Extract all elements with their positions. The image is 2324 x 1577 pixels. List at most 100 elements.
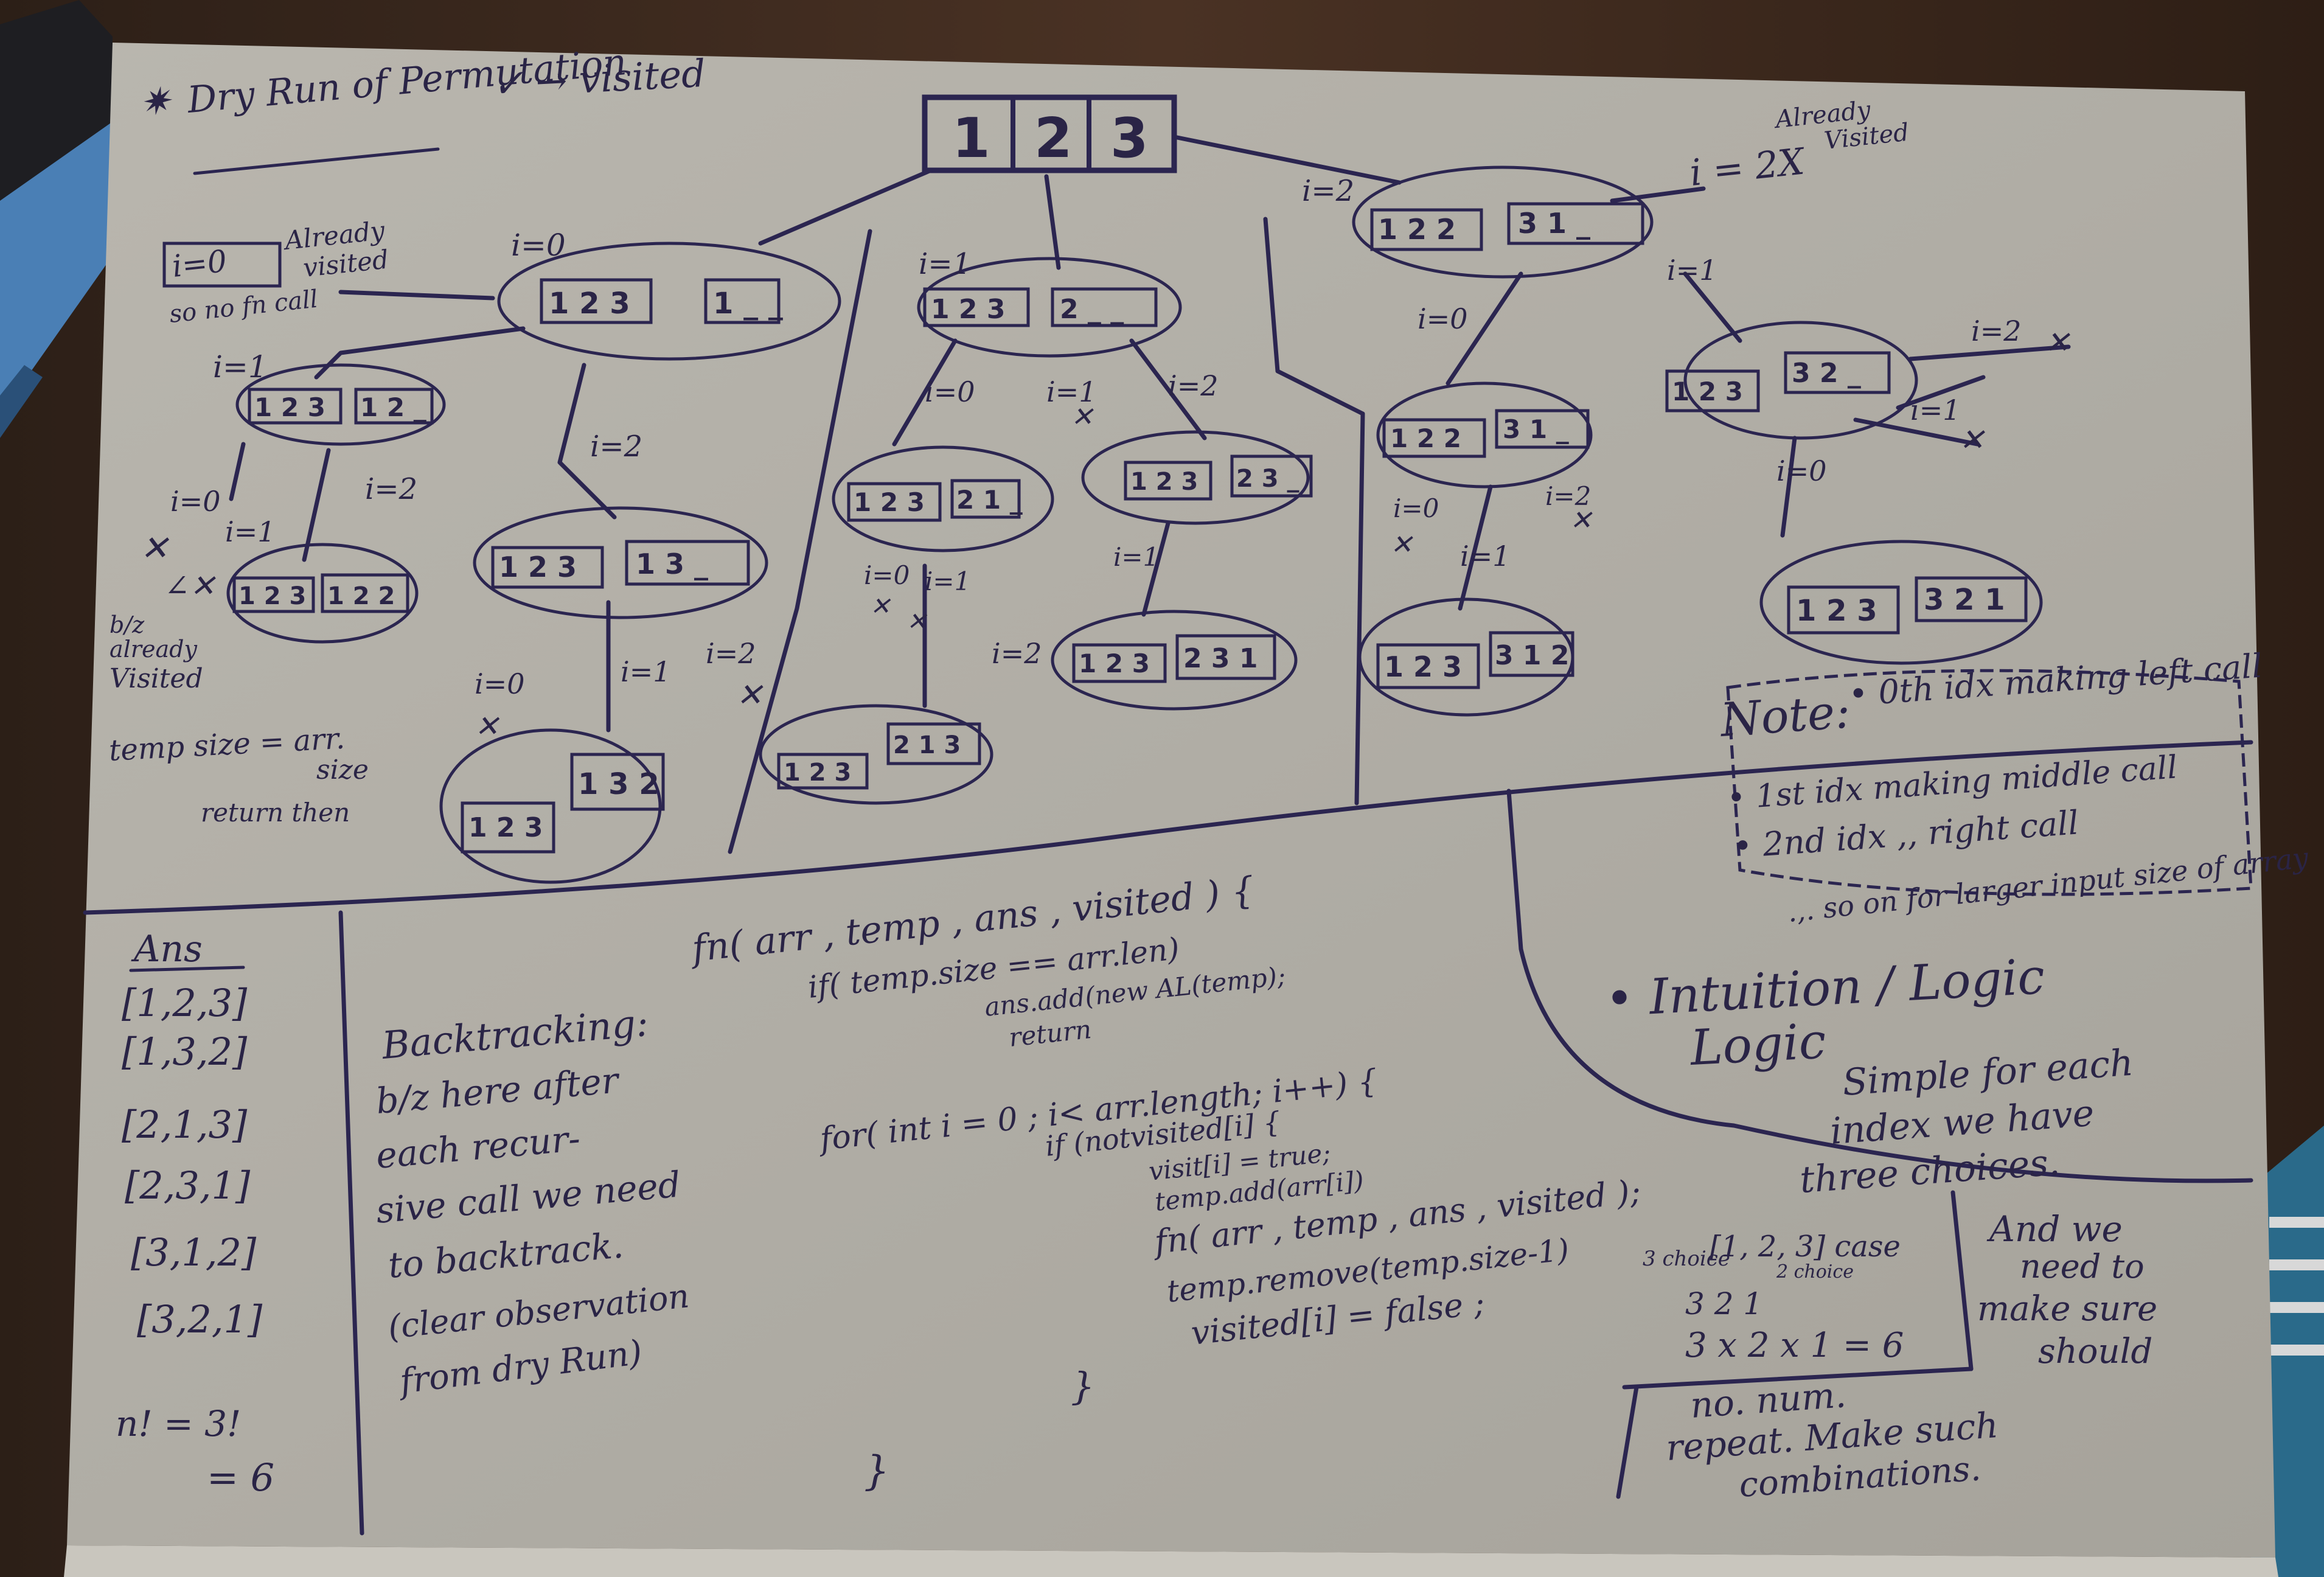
paper-bottom-edge (64, 1545, 2278, 1577)
svg-text:✕: ✕ (1071, 402, 1094, 433)
svg-text:[2,1,3]: [2,1,3] (122, 1102, 248, 1147)
svg-text:i=1: i=1 (919, 247, 971, 281)
tree-node: 1 2 3 1 _ _ (497, 242, 841, 361)
svg-text:1 2 3: 1 2 3 (1130, 468, 1198, 496)
svg-text:b/z: b/z (110, 611, 145, 638)
svg-text:2 1 3: 2 1 3 (893, 731, 961, 759)
svg-text:3 1 2: 3 1 2 (1495, 640, 1569, 671)
root-cell-3: 3 (1110, 106, 1149, 170)
branch-labels: i=0 i=1 i=2 i=1 i=2 i=0 i=1 i=2 i=0 i=1 … (170, 174, 2022, 700)
pens (0, 0, 113, 438)
svg-text:i=1: i=1 (621, 655, 671, 688)
tree-node: 1 2 3 2 3 _ (1081, 430, 1313, 525)
svg-text:1 2 3: 1 2 3 (254, 392, 325, 422)
svg-text:3 x 2 x 1 = 6: 3 x 2 x 1 = 6 (1685, 1326, 1904, 1365)
svg-text:[2,3,1]: [2,3,1] (125, 1163, 251, 1208)
svg-text:i=1: i=1 (1910, 394, 1961, 426)
svg-text:need to: need to (2020, 1247, 2145, 1286)
svg-text:✕: ✕ (475, 709, 500, 743)
svg-text:[1,2,3]: [1,2,3] (122, 981, 248, 1025)
svg-text:3 1 _: 3 1 _ (1503, 414, 1569, 444)
svg-text:And we: And we (1986, 1208, 2123, 1250)
svg-text:i=0: i=0 (475, 667, 525, 700)
svg-text:1 _ _: 1 _ _ (713, 287, 783, 321)
svg-text:i=0: i=0 (511, 228, 566, 263)
tree-node: 1 2 2 3 1 _ (1376, 381, 1593, 489)
svg-text:2 choice: 2 choice (1776, 1261, 1854, 1283)
svg-text:2 3 _: 2 3 _ (1236, 465, 1299, 493)
svg-text:size: size (316, 754, 369, 785)
svg-text:already: already (110, 636, 197, 663)
root-cell-1: 1 (952, 106, 990, 170)
svg-text:2 3 1: 2 3 1 (1183, 643, 1258, 674)
svg-text:make sure: make sure (1977, 1289, 2157, 1329)
svg-text:1 3 _: 1 3 _ (636, 548, 708, 580)
svg-text:i=1: i=1 (213, 349, 268, 385)
svg-text:1 2 _: 1 2 _ (360, 392, 426, 422)
tree-node: 1 2 3 2 1 3 (759, 704, 993, 805)
svg-text:1 2 3: 1 2 3 (1796, 594, 1877, 628)
cross-marks: ✕ ∠✕ ✕ ✕ ✕ ✕ ✕ ✕ ✕ ✕ ✕ (140, 325, 2070, 743)
svg-text:1 2 2: 1 2 2 (1390, 423, 1461, 453)
svg-text:3 2 1: 3 2 1 (1924, 583, 2005, 617)
tree-node: 1 2 2 3 1 _ (1352, 165, 1654, 279)
svg-text:✷: ✷ (137, 78, 175, 125)
svg-text:i=1: i=1 (1046, 375, 1097, 408)
tree-node: 1 2 3 1 3 _ (473, 506, 768, 619)
svg-text:✕: ✕ (906, 608, 928, 636)
svg-text:1 2 2: 1 2 2 (327, 582, 395, 610)
tree-node: 1 2 3 2 _ _ (917, 257, 1182, 358)
tree-node: 1 2 3 1 2 _ (235, 363, 446, 446)
tree-node: 1 2 3 1 3 2 (439, 728, 665, 884)
svg-text:✕: ✕ (140, 529, 170, 568)
svg-text:}: } (864, 1447, 889, 1494)
svg-text:∠✕: ∠✕ (164, 568, 216, 604)
svg-text:3 choice: 3 choice (1643, 1247, 1730, 1271)
svg-text:i=2: i=2 (365, 472, 417, 506)
svg-text:1 2 2: 1 2 2 (1378, 213, 1456, 246)
svg-text:i=0: i=0 (1418, 302, 1468, 335)
left-side-note: b/z already Visited (110, 611, 203, 694)
svg-text:✕: ✕ (2044, 325, 2070, 360)
svg-text:3 2 1: 3 2 1 (1685, 1286, 1762, 1321)
svg-text:1 2 3: 1 2 3 (549, 287, 630, 321)
svg-text:[3,2,1]: [3,2,1] (137, 1297, 263, 1342)
svg-text:i=2: i=2 (706, 637, 756, 670)
svg-text:i=0: i=0 (170, 243, 228, 284)
tree-nodes: 1 2 3 1 _ _ 1 2 3 1 2 _ 1 2 3 1 2 2 1 2 … (226, 165, 2043, 884)
root-cell-2: 2 (1034, 106, 1073, 170)
tree-node: 1 2 3 2 3 1 (1051, 610, 1298, 711)
svg-text:i=2: i=2 (1168, 369, 1219, 402)
svg-text:[1, 2, 3] case: [1, 2, 3] case (1710, 1230, 1901, 1264)
tree-node: 1 2 3 3 2 1 (1759, 540, 2043, 665)
svg-text:1 2 3: 1 2 3 (854, 487, 925, 517)
tree-node: 1 2 3 3 2 _ (1665, 321, 1918, 440)
svg-text:Ans: Ans (131, 928, 203, 970)
svg-text:i=0: i=0 (1776, 454, 1827, 487)
svg-text:i=2: i=2 (590, 430, 642, 464)
svg-text:1 2 3: 1 2 3 (238, 582, 306, 610)
svg-text:should: should (2038, 1332, 2152, 1371)
svg-text:✕: ✕ (1959, 422, 1985, 458)
svg-text:i=1: i=1 (925, 566, 970, 596)
svg-text:[1,3,2]: [1,3,2] (122, 1029, 248, 1074)
root-array: 1 2 3 (922, 94, 1177, 173)
svg-text:i=0: i=0 (864, 560, 910, 590)
svg-text:}: } (1071, 1364, 1094, 1408)
svg-text:1 2 3: 1 2 3 (499, 551, 577, 583)
svg-text:✕: ✕ (1390, 529, 1413, 560)
svg-text:i=2: i=2 (1302, 174, 1354, 208)
svg-text:Visited: Visited (110, 663, 203, 694)
tree-node: 1 2 3 3 1 2 (1358, 597, 1574, 717)
bottom-dividers (338, 788, 2253, 1536)
svg-text:i=1: i=1 (1667, 254, 1717, 287)
svg-text:1 2 3: 1 2 3 (1384, 650, 1462, 683)
svg-text:return then: return then (201, 798, 350, 827)
svg-text:i=2: i=2 (992, 637, 1042, 670)
svg-text:2 _ _: 2 _ _ (1060, 294, 1124, 325)
svg-text:i=0: i=0 (1393, 493, 1439, 523)
tree-node: 1 2 3 2 1 _ (832, 445, 1054, 552)
svg-text:i=2: i=2 (1545, 481, 1591, 511)
svg-text:i=1: i=1 (1460, 540, 1511, 573)
